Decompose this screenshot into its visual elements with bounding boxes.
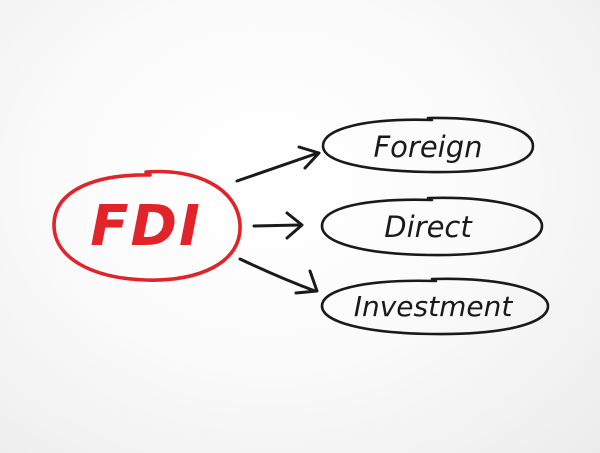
acronym-ellipse (52, 169, 242, 282)
arrows (235, 145, 321, 295)
term-ellipse (320, 196, 544, 257)
term-node-foreign: Foreign (321, 116, 535, 174)
acronym-node: FDI (52, 169, 242, 282)
term-text-investment: Investment (354, 290, 514, 323)
arrow-to-foreign (235, 145, 321, 183)
acronym-text: FDI (90, 194, 202, 259)
term-ellipse (321, 116, 535, 174)
term-text-foreign: Foreign (373, 130, 482, 164)
arrow-to-investment (238, 257, 319, 295)
term-ellipse (320, 277, 550, 336)
term-node-investment: Investment (320, 277, 550, 336)
term-node-direct: Direct (320, 196, 544, 257)
term-text-direct: Direct (384, 210, 473, 244)
arrow-to-direct (252, 211, 304, 240)
